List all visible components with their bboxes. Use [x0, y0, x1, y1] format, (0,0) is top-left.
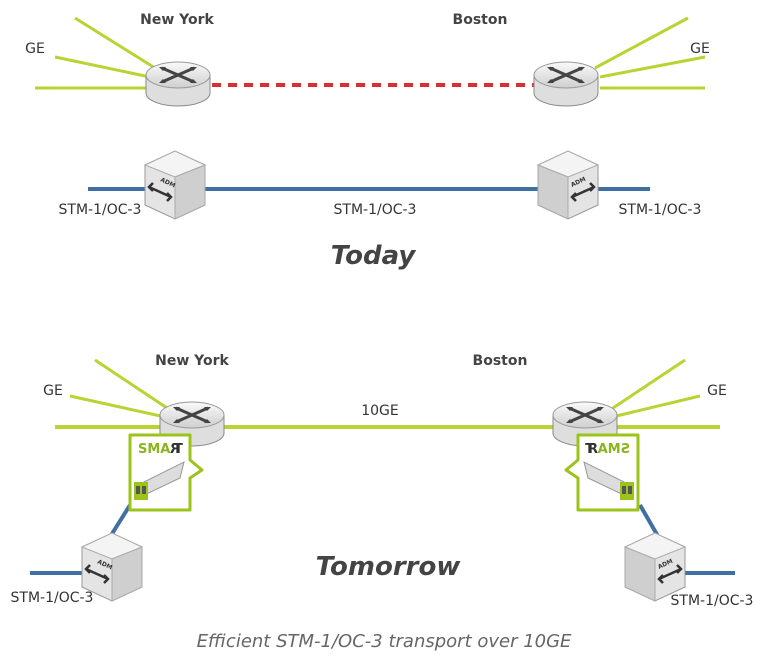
smartx-transceiver-icon-new-york	[128, 433, 204, 512]
ge-label: GE	[43, 383, 63, 399]
ge-label: GE	[25, 41, 45, 57]
ge-label: GE	[690, 41, 710, 57]
adm-icon-boston	[536, 149, 600, 221]
stm-label: STM-1/OC-3	[11, 590, 94, 606]
site-label: New York	[140, 12, 214, 28]
router-icon-new-york	[144, 60, 212, 108]
section-title: Today	[331, 241, 417, 271]
ge-links-boston	[594, 16, 706, 90]
10ge-label: 10GE	[361, 403, 399, 419]
ge-links-boston	[609, 358, 701, 419]
site-label: New York	[155, 353, 229, 369]
ge-label: GE	[707, 383, 727, 399]
smartx-transceiver-icon-boston	[564, 433, 640, 512]
site-label: Boston	[453, 12, 508, 28]
caption: Efficient STM-1/OC-3 transport over 10GE	[197, 631, 572, 652]
stm-label: STM-1/OC-3	[619, 202, 702, 218]
ge-links-new-york	[35, 16, 156, 90]
router-icon-boston	[532, 60, 600, 108]
tomorrow-section: ADM ADM New York Boston GE GE 10GE Tomor…	[11, 353, 754, 609]
section-title: Tomorrow	[316, 552, 462, 582]
stm-label: STM-1/OC-3	[671, 593, 754, 609]
stm-link-label: STM-1/OC-3	[334, 202, 417, 218]
ge-links-new-york	[69, 358, 171, 419]
site-label: Boston	[473, 353, 528, 369]
adm-icon-boston	[623, 531, 687, 603]
stm-label: STM-1/OC-3	[59, 202, 142, 218]
today-section: ADM ADM New York Boston GE GE STM-1/OC-3…	[25, 12, 710, 271]
